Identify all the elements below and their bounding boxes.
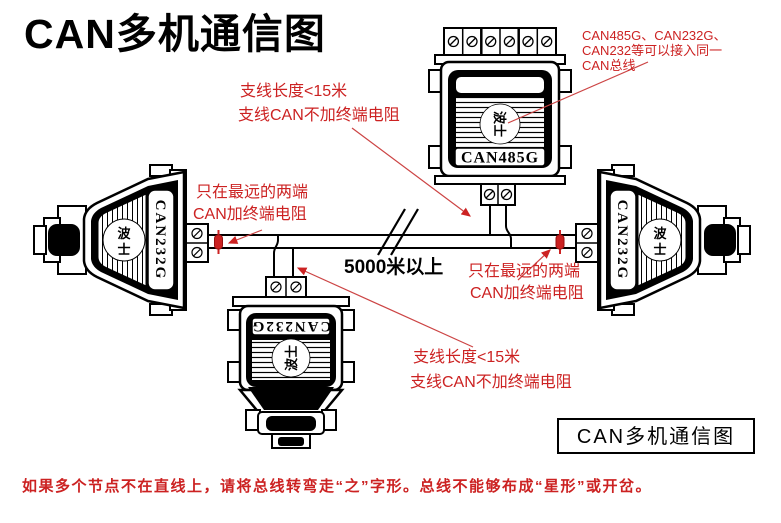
annotation-line: 只在最远的两端 xyxy=(196,183,308,201)
annotation-terminator-right: 只在最远的两端 CAN加终端电阻 xyxy=(468,262,584,302)
boshi-logo-top-text: 波士 xyxy=(492,111,507,137)
boshi-logo-right-char1: 波 xyxy=(653,226,667,241)
annotation-line: CAN总线 xyxy=(582,58,635,73)
boshi-logo-right-char2: 士 xyxy=(653,242,666,257)
boshi-logo-left-char1: 波 xyxy=(117,226,131,241)
leader-line-multi-device xyxy=(507,61,649,124)
footer-note: 如果多个节点不在直线上，请将总线转弯走“之”字形。总线不能够布成“星形”或开岔。 xyxy=(22,477,652,495)
terminator-resistor-left xyxy=(214,230,223,254)
annotation-branch-top: 支线长度<15米 支线CAN不加终端电阻 xyxy=(238,82,400,124)
device-right-can232g: CAN232G 波 士 xyxy=(575,163,752,317)
caption-box-label: CAN多机通信图 xyxy=(577,425,735,448)
terminal-block-right xyxy=(575,223,599,263)
boshi-logo-bottom-text: 波士 xyxy=(284,345,299,371)
annotation-multi-device: CAN485G、CAN232G、 CAN232等可以接入同一 CAN总线 xyxy=(582,28,727,73)
annotation-line: CAN485G、CAN232G、 xyxy=(582,28,727,43)
terminator-resistor-right xyxy=(555,230,565,254)
device-bottom-label: CAN232G xyxy=(251,318,332,334)
page-title: CAN多机通信图 xyxy=(24,11,326,57)
device-bottom-can232g: 波士 CAN232G xyxy=(227,235,355,449)
boshi-logo-left-char2: 士 xyxy=(117,242,130,257)
branch-wire-top-2 xyxy=(505,205,512,248)
annotation-terminator-left: 只在最远的两端 CAN加终端电阻 xyxy=(193,183,308,223)
terminal-block-top-branch xyxy=(480,183,516,206)
branch-wire-bottom-1 xyxy=(273,235,279,277)
bus-break-symbol xyxy=(377,208,419,256)
annotation-line: 支线CAN不加终端电阻 xyxy=(238,106,400,124)
can-bus-lines xyxy=(208,234,576,249)
device-left-label: CAN232G xyxy=(152,200,168,281)
caption-box: CAN多机通信图 xyxy=(557,418,755,454)
device-top-can485g: 波士 CAN485G xyxy=(428,27,572,248)
annotation-line: CAN加终端电阻 xyxy=(470,284,584,302)
annotation-branch-bottom: 支线长度<15米 支线CAN不加终端电阻 xyxy=(410,348,572,391)
annotation-line: 只在最远的两端 xyxy=(468,262,580,280)
device-left-can232g: CAN232G 波 士 xyxy=(32,163,209,317)
arrow-terminator-left xyxy=(227,229,263,244)
arrow-terminator-right xyxy=(517,249,551,281)
terminal-strip-6 xyxy=(443,27,557,56)
annotation-line: 支线长度<15米 xyxy=(240,82,347,100)
arrow-branch-top xyxy=(351,127,471,217)
boshi-logo-bottom xyxy=(271,338,311,378)
device-right-label: CAN232G xyxy=(614,200,630,281)
annotation-line: CAN加终端电阻 xyxy=(193,205,307,223)
annotation-line: 支线长度<15米 xyxy=(413,348,520,366)
bus-length-label: 5000米以上 xyxy=(344,255,443,278)
terminal-block-left xyxy=(185,223,209,263)
boshi-logo-top xyxy=(479,103,521,145)
arrow-branch-bottom xyxy=(296,267,474,348)
annotation-line: CAN232等可以接入同一 xyxy=(582,43,722,58)
device-top-label: CAN485G xyxy=(461,150,539,167)
annotation-line: 支线CAN不加终端电阻 xyxy=(410,373,572,391)
terminal-block-bottom-branch xyxy=(265,276,307,298)
